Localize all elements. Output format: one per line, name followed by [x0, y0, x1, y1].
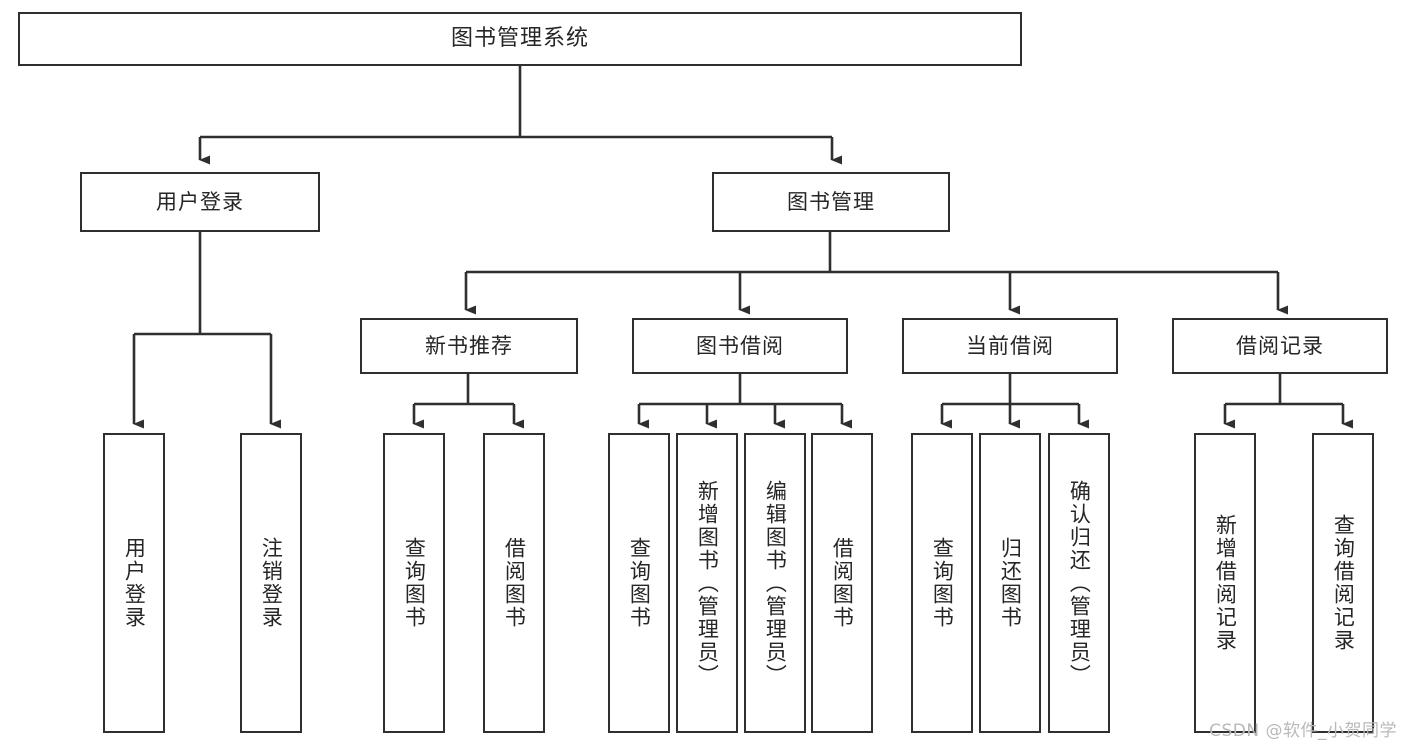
node-leaf-query-book-2-label: 查询图书	[627, 537, 652, 629]
node-leaf-query-record-label: 查询借阅记录	[1331, 514, 1356, 652]
node-leaf-borrow-book-2-label: 借阅图书	[830, 537, 855, 629]
node-book-management[interactable]: 图书管理	[712, 172, 950, 232]
node-leaf-borrow-book-2[interactable]: 借阅图书	[811, 433, 873, 733]
node-leaf-borrow-book-1-label: 借阅图书	[502, 537, 527, 629]
node-leaf-query-book-3[interactable]: 查询图书	[911, 433, 973, 733]
node-leaf-query-book-1-label: 查询图书	[402, 537, 427, 629]
node-book-borrow[interactable]: 图书借阅	[632, 318, 848, 374]
node-leaf-user-login-label: 用户登录	[122, 537, 147, 629]
node-leaf-query-book-1[interactable]: 查询图书	[383, 433, 445, 733]
node-leaf-query-book-2[interactable]: 查询图书	[608, 433, 670, 733]
node-user-login[interactable]: 用户登录	[80, 172, 320, 232]
node-leaf-add-record-label: 新增借阅记录	[1213, 514, 1238, 652]
node-new-book-recommend[interactable]: 新书推荐	[360, 318, 578, 374]
node-leaf-query-record[interactable]: 查询借阅记录	[1312, 433, 1374, 733]
node-leaf-edit-book-label: 编辑图书（管理员）	[763, 479, 788, 687]
node-leaf-edit-book[interactable]: 编辑图书（管理员）	[744, 433, 806, 733]
node-leaf-user-login[interactable]: 用户登录	[103, 433, 165, 733]
node-leaf-add-record[interactable]: 新增借阅记录	[1194, 433, 1256, 733]
node-leaf-logout[interactable]: 注销登录	[240, 433, 302, 733]
node-current-borrow[interactable]: 当前借阅	[902, 318, 1118, 374]
node-leaf-query-book-3-label: 查询图书	[930, 537, 955, 629]
node-leaf-confirm-return[interactable]: 确认归还（管理员）	[1048, 433, 1110, 733]
node-root-book-management-system[interactable]: 图书管理系统	[18, 12, 1022, 66]
node-leaf-return-book-label: 归还图书	[998, 537, 1023, 629]
node-leaf-add-book[interactable]: 新增图书（管理员）	[676, 433, 738, 733]
node-leaf-confirm-return-label: 确认归还（管理员）	[1067, 479, 1092, 687]
node-leaf-return-book[interactable]: 归还图书	[979, 433, 1041, 733]
node-leaf-add-book-label: 新增图书（管理员）	[695, 479, 720, 687]
csdn-watermark: CSDN @软件_小贺同学	[1209, 721, 1397, 741]
node-leaf-borrow-book-1[interactable]: 借阅图书	[483, 433, 545, 733]
node-leaf-logout-label: 注销登录	[259, 537, 284, 629]
node-borrow-record[interactable]: 借阅记录	[1172, 318, 1388, 374]
